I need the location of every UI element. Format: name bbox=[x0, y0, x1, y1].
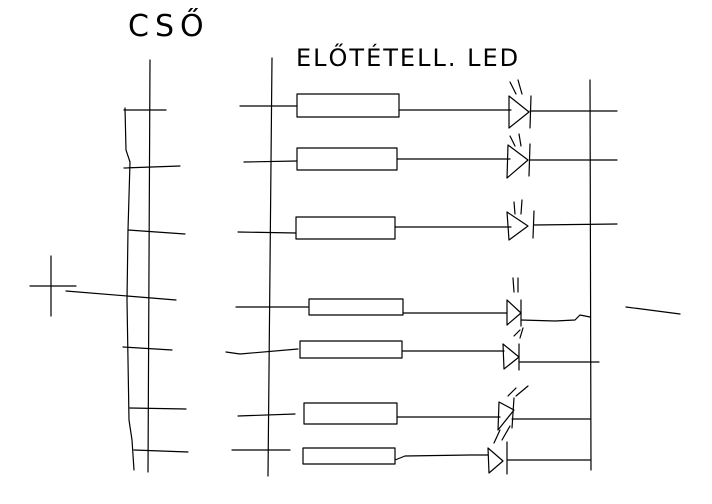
right-bus-line bbox=[589, 79, 592, 471]
row-6-led-icon bbox=[497, 385, 529, 431]
row-3-led-icon bbox=[506, 199, 535, 241]
pipe-label: CSŐ bbox=[128, 7, 210, 44]
row-2-resistor bbox=[296, 147, 398, 171]
left-rail-line bbox=[124, 107, 135, 471]
row-4-output-wire bbox=[520, 314, 591, 322]
row-5 bbox=[225, 327, 600, 371]
row-2 bbox=[243, 133, 618, 179]
row-7-resistor bbox=[302, 447, 396, 465]
row-4-led-icon bbox=[506, 277, 522, 327]
row-3-resistor bbox=[295, 216, 396, 240]
left-bus-line bbox=[147, 59, 151, 473]
row-6-input-wire bbox=[237, 413, 296, 417]
row-3-output-wire bbox=[533, 223, 618, 226]
row-7 bbox=[231, 425, 591, 475]
row-5-led-icon bbox=[502, 327, 524, 371]
header-label: ELŐTÉTELL. LED bbox=[296, 42, 520, 72]
right-dash bbox=[625, 306, 681, 315]
row-5-input-wire bbox=[225, 348, 299, 355]
row-7-led-icon bbox=[487, 425, 511, 475]
row-2-led-icon bbox=[506, 133, 531, 179]
mid-bus-line bbox=[267, 57, 273, 477]
cross-mark bbox=[29, 255, 77, 317]
row-1 bbox=[239, 79, 618, 129]
row-7-mid-wire bbox=[394, 454, 489, 461]
row-3 bbox=[237, 199, 618, 241]
row-2-input-wire bbox=[243, 160, 298, 163]
row-5-resistor bbox=[299, 340, 403, 359]
left-stubs bbox=[122, 109, 189, 453]
cross-mark-lead bbox=[65, 290, 177, 301]
row-4-resistor bbox=[308, 298, 404, 316]
row-3-input-wire bbox=[237, 231, 297, 234]
row-6-resistor bbox=[303, 402, 398, 425]
row-1-resistor bbox=[296, 93, 400, 118]
row-6 bbox=[237, 385, 591, 431]
row-4 bbox=[235, 277, 591, 327]
row-1-led-icon bbox=[508, 79, 532, 129]
